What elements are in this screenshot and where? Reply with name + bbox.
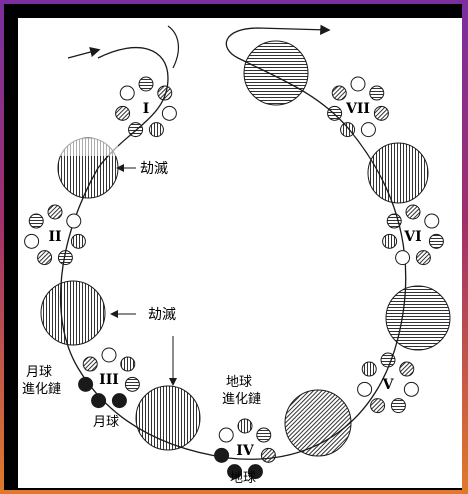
globe bbox=[257, 428, 271, 442]
pralaya-label-mid: 劫滅 bbox=[148, 307, 176, 323]
moon-label: 月球 bbox=[93, 415, 119, 430]
globe bbox=[125, 377, 139, 391]
globe bbox=[121, 357, 135, 371]
pralaya-globe-4 bbox=[285, 390, 351, 456]
globe bbox=[92, 394, 106, 408]
globe bbox=[158, 86, 172, 100]
globe bbox=[425, 214, 439, 228]
globe bbox=[404, 382, 418, 396]
globe bbox=[416, 251, 430, 265]
entry-arrow bbox=[68, 50, 98, 58]
chain-roman-numeral: V bbox=[382, 377, 395, 393]
pralaya-globe-3 bbox=[136, 386, 200, 450]
chain-roman-numeral: VI bbox=[403, 229, 421, 245]
globe bbox=[371, 399, 385, 413]
globe bbox=[400, 362, 414, 376]
globe bbox=[391, 399, 405, 413]
pralaya-globe-2 bbox=[41, 281, 105, 345]
globe bbox=[387, 214, 401, 228]
globe bbox=[129, 123, 143, 137]
pralaya-globe-5 bbox=[386, 286, 450, 350]
globe bbox=[383, 234, 397, 248]
globe bbox=[67, 214, 81, 228]
globe bbox=[149, 123, 163, 137]
chain-ring-VI: VI bbox=[383, 205, 444, 265]
globe bbox=[58, 251, 72, 265]
globe bbox=[261, 448, 275, 462]
globe bbox=[358, 382, 372, 396]
pralaya-globe-7 bbox=[244, 41, 308, 105]
globe bbox=[112, 394, 126, 408]
globe bbox=[71, 234, 85, 248]
globe bbox=[38, 251, 52, 265]
moon-chain-label-2: 進化鏈 bbox=[22, 382, 61, 397]
globe bbox=[328, 106, 342, 120]
globe bbox=[374, 106, 388, 120]
chain-roman-numeral: VII bbox=[345, 101, 370, 117]
chain-ring-IV: IV bbox=[215, 419, 276, 479]
globe bbox=[381, 353, 395, 367]
chain-roman-numeral: II bbox=[48, 229, 61, 245]
earth-chain-label-2: 進化鏈 bbox=[222, 392, 261, 407]
chain-roman-numeral: IV bbox=[236, 443, 255, 459]
globe bbox=[332, 86, 346, 100]
globe bbox=[362, 362, 376, 376]
globe bbox=[429, 234, 443, 248]
globe bbox=[79, 377, 93, 391]
globe bbox=[139, 77, 153, 91]
globe bbox=[238, 419, 252, 433]
globe bbox=[162, 106, 176, 120]
earth-label: 地球 bbox=[230, 471, 256, 486]
globe bbox=[370, 86, 384, 100]
chain-roman-numeral: I bbox=[143, 101, 150, 117]
globe bbox=[396, 251, 410, 265]
globe bbox=[102, 348, 116, 362]
globe bbox=[341, 123, 355, 137]
pralaya-globe-6 bbox=[368, 143, 428, 203]
chain-ring-III: III bbox=[79, 348, 140, 408]
chain-ring-V: V bbox=[358, 353, 419, 413]
chain-roman-numeral: III bbox=[99, 372, 119, 388]
globe bbox=[219, 428, 233, 442]
chain-ring-VII: VII bbox=[328, 77, 389, 137]
pralaya-globe-1 bbox=[58, 138, 118, 198]
globe bbox=[25, 234, 39, 248]
globe bbox=[116, 106, 130, 120]
globe bbox=[351, 77, 365, 91]
globe bbox=[83, 357, 97, 371]
pralaya-label-top: 劫滅 bbox=[140, 161, 168, 177]
earth-chain-label-1: 地球 bbox=[226, 375, 252, 390]
globe bbox=[29, 214, 43, 228]
moon-chain-label-1: 月球 bbox=[26, 365, 52, 380]
globe bbox=[406, 205, 420, 219]
globe bbox=[361, 123, 375, 137]
globe bbox=[120, 86, 134, 100]
globe bbox=[48, 205, 62, 219]
globe bbox=[215, 448, 229, 462]
